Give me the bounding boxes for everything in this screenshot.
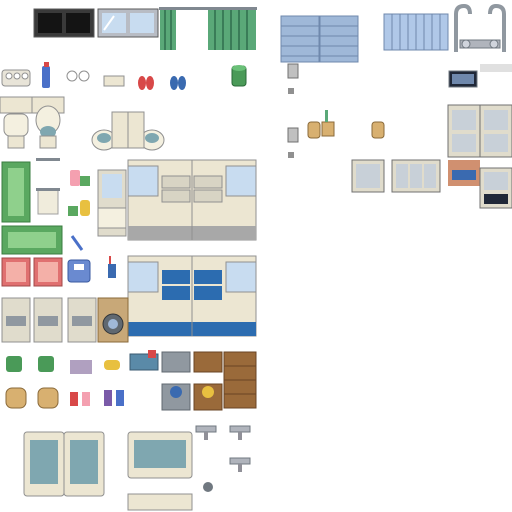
- cabinet-icon: [111, 111, 145, 149]
- faucet-icon: [195, 425, 251, 472]
- toothbrush-icon: [70, 235, 84, 251]
- bathtub-icon: [127, 431, 193, 511]
- soap-dish-icon: [103, 75, 125, 87]
- bathroom-mat-icon: [1, 161, 31, 223]
- scale-icon: [67, 259, 91, 283]
- dark-window-icon: [33, 8, 95, 38]
- cup-icon: [307, 110, 385, 139]
- glass-window-icon: [97, 8, 159, 38]
- toothbrush-holder-icon: [5, 356, 59, 409]
- vanity-cabinet-icon: [127, 255, 257, 337]
- window-frame-icon: [447, 104, 512, 158]
- laundry-basket-icon: [161, 351, 223, 411]
- toilet-icon: [31, 96, 65, 149]
- towel-hook-icon: [287, 63, 299, 158]
- bathtub-icon: [23, 431, 105, 497]
- drawer-icon: [223, 351, 257, 409]
- washing-machine-icon: [97, 297, 129, 343]
- bathroom-mat-icon: [1, 257, 63, 287]
- toothbrush-icon: [108, 256, 116, 278]
- toilet-paper-icon: [1, 69, 31, 87]
- slippers-icon: [138, 76, 186, 90]
- bathroom-mat-icon: [1, 225, 63, 255]
- toilet-icon: [91, 129, 165, 151]
- soap-bottle-icon: [70, 360, 124, 406]
- vanity-cabinet-icon: [97, 159, 257, 241]
- blue-shutter-icon: [383, 13, 449, 51]
- spray-bottle-icon: [42, 62, 50, 88]
- green-curtain-icon: [159, 7, 257, 50]
- window-frame-icon: [351, 159, 512, 209]
- shelf-icon: [480, 64, 512, 72]
- toilet-paper-icon: [66, 70, 90, 82]
- soap-bottle-icon: [68, 170, 90, 216]
- toilet-icon: [0, 96, 33, 149]
- mirror-icon: [448, 70, 478, 88]
- shower-faucet-icon: [454, 3, 506, 52]
- blue-shutter-icon: [280, 15, 359, 63]
- trash-bin-icon: [231, 65, 247, 87]
- drain-icon: [203, 482, 213, 492]
- towel-rail-icon: [36, 158, 60, 215]
- radio-icon: [129, 350, 159, 371]
- washbasin-icon: [1, 297, 97, 343]
